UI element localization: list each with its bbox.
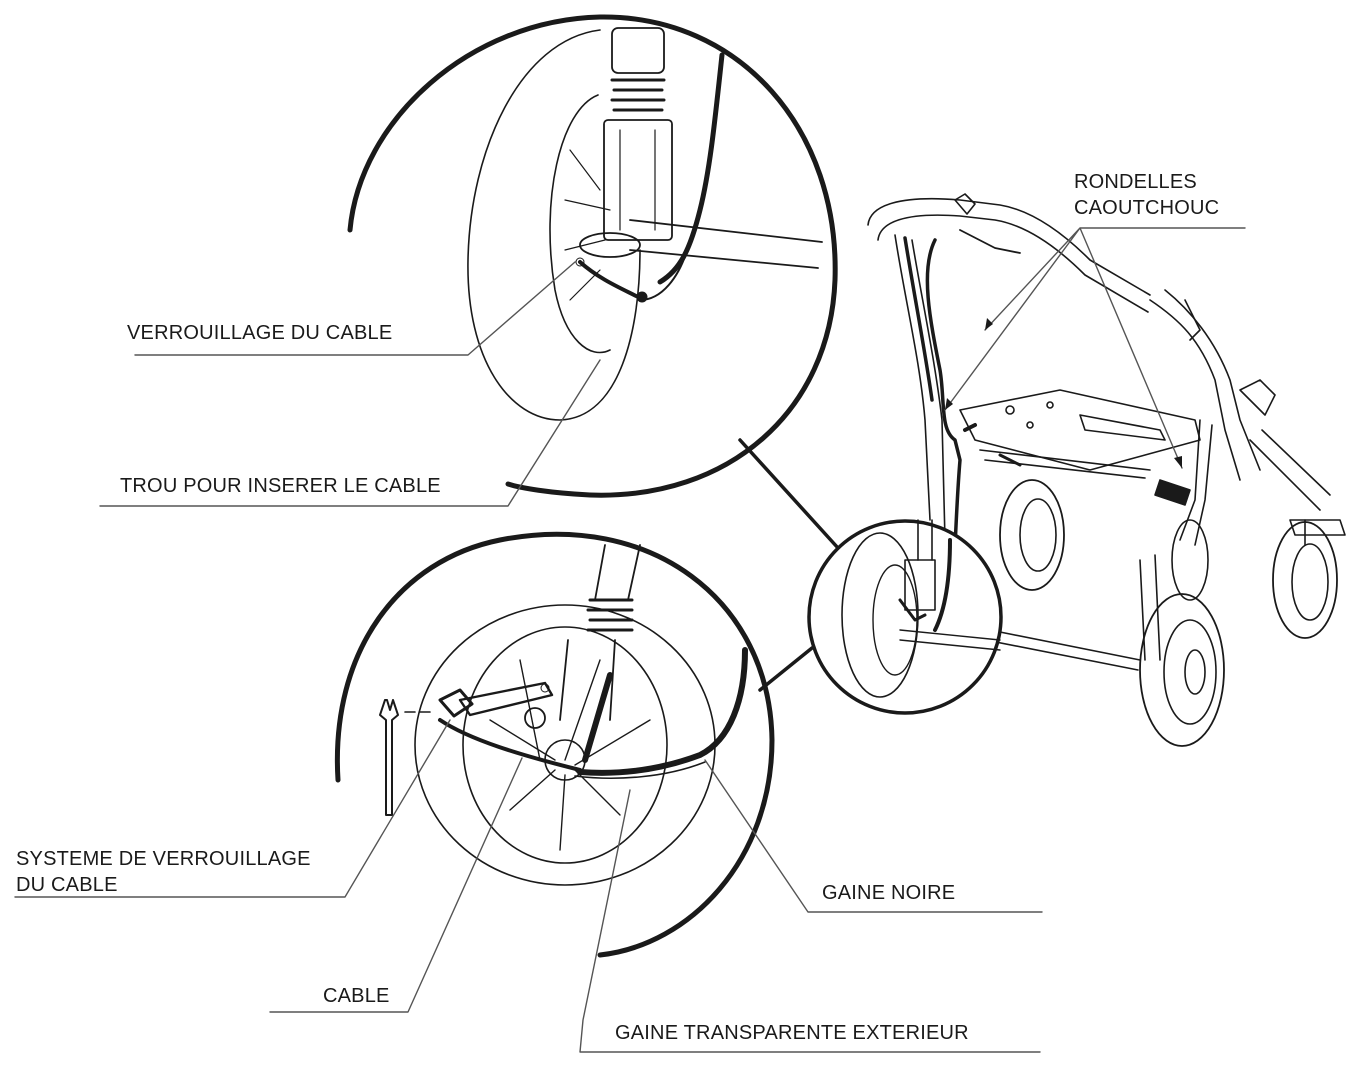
label-verrouillage-du-cable: VERROUILLAGE DU CABLE — [127, 322, 393, 344]
label-gaine-noire: GAINE NOIRE — [822, 882, 956, 904]
label-gaine-transparente-exterieur: GAINE TRANSPARENTE EXTERIEUR — [615, 1022, 969, 1044]
leader-verrouillage — [134, 261, 576, 356]
leader-systeme — [14, 719, 451, 898]
top-detail-circle — [347, 14, 838, 498]
leader-lines — [14, 227, 1246, 1053]
label-systeme-de-verrouillage: SYSTEME DE VERROUILLAGE — [16, 848, 311, 870]
leader-gaine-transparente — [579, 789, 1041, 1053]
connector-bottom — [758, 646, 814, 692]
leader-trou — [99, 359, 601, 507]
label-caoutchouc: CAOUTCHOUC — [1074, 197, 1220, 219]
label-cable: CABLE — [323, 985, 390, 1007]
leader-rondelles — [944, 227, 1246, 469]
leader-gaine-noire — [704, 759, 1043, 913]
connector-top — [738, 438, 840, 550]
label-du-cable: DU CABLE — [16, 874, 118, 896]
leader-cable — [269, 757, 523, 1013]
label-rondelles: RONDELLES — [1074, 171, 1197, 193]
label-trou-pour-inserer-le-cable: TROU POUR INSERER LE CABLE — [120, 475, 441, 497]
stroller-detail-circle — [807, 519, 1003, 715]
bottom-detail-circle — [334, 531, 775, 958]
